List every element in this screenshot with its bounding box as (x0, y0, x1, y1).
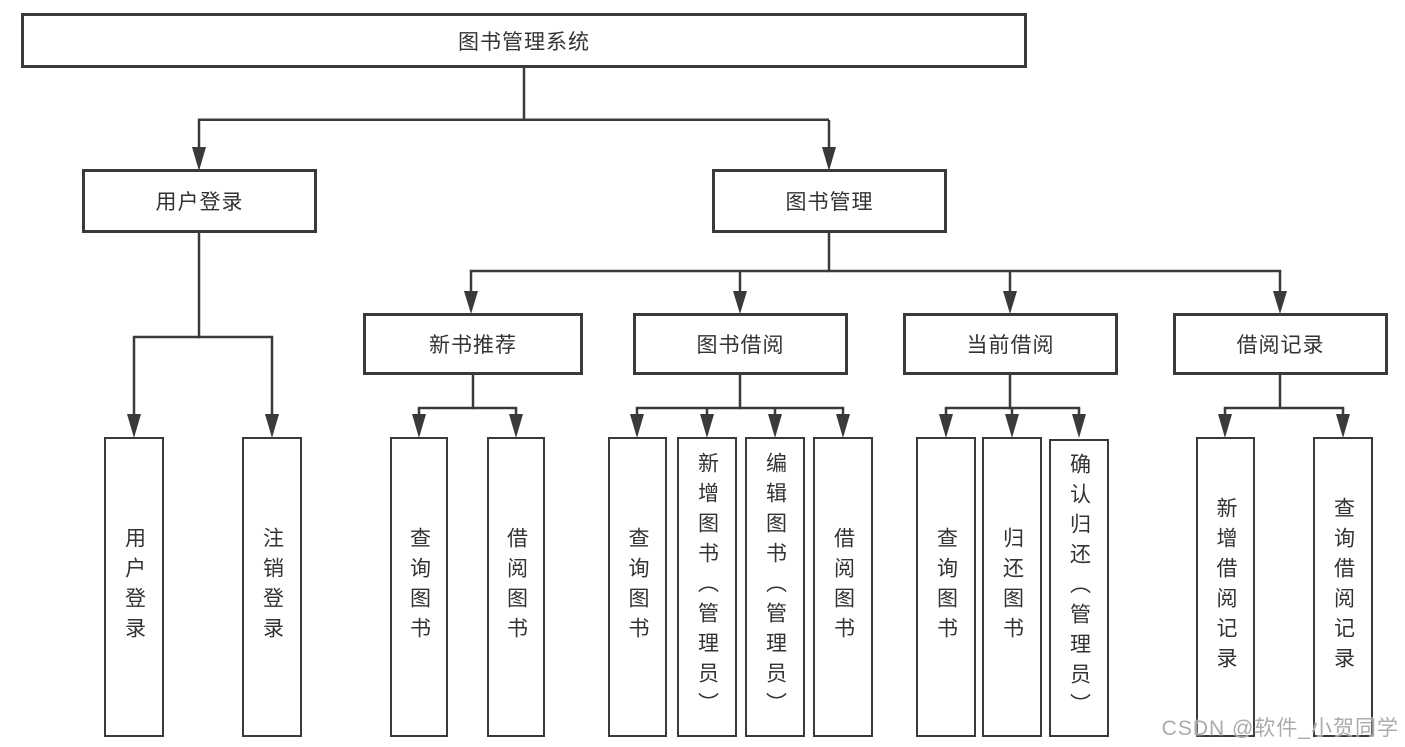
leaf-current-query-book: 查询图书 (916, 437, 976, 737)
leaf-confirm-return-admin: 确认归还（管理员） (1049, 439, 1109, 737)
leaf-edit-book-admin-label: 编辑图书（管理员） (763, 452, 787, 722)
leaf-return-book: 归还图书 (982, 437, 1042, 737)
leaf-add-borrow-record: 新增借阅记录 (1196, 437, 1255, 737)
leaf-recommend-query-book-label: 查询图书 (407, 527, 431, 647)
leaf-user-login: 用户登录 (104, 437, 164, 737)
leaf-edit-book-admin: 编辑图书（管理员） (745, 437, 805, 737)
arrowheads (127, 147, 1350, 438)
node-root: 图书管理系统 (21, 13, 1027, 68)
node-root-label: 图书管理系统 (458, 30, 590, 54)
leaf-recommend-borrow-book: 借阅图书 (487, 437, 545, 737)
leaf-logout-label: 注销登录 (260, 527, 284, 647)
node-current-borrow-label: 当前借阅 (966, 334, 1055, 357)
leaf-logout: 注销登录 (242, 437, 302, 737)
node-book-borrow: 图书借阅 (633, 313, 848, 375)
leaf-return-book-label: 归还图书 (1000, 527, 1024, 647)
node-user-login: 用户登录 (82, 169, 317, 233)
leaf-query-borrow-record: 查询借阅记录 (1313, 437, 1373, 737)
node-book-management: 图书管理 (712, 169, 947, 233)
node-current-borrow: 当前借阅 (903, 313, 1118, 375)
leaf-borrow-book: 借阅图书 (813, 437, 873, 737)
watermark: CSDN @软件_小贺同学 (1161, 717, 1399, 740)
node-borrow-record: 借阅记录 (1173, 313, 1388, 375)
leaf-add-book-admin: 新增图书（管理员） (677, 437, 737, 737)
leaf-confirm-return-admin-label: 确认归还（管理员） (1067, 453, 1091, 723)
leaf-current-query-book-label: 查询图书 (934, 527, 958, 647)
leaf-borrow-book-label: 借阅图书 (831, 527, 855, 647)
node-new-book-recommend: 新书推荐 (363, 313, 583, 375)
node-user-login-label: 用户登录 (155, 191, 244, 214)
leaf-borrow-query-book-label: 查询图书 (626, 527, 649, 647)
node-book-borrow-label: 图书借阅 (696, 334, 785, 357)
leaf-add-book-admin-label: 新增图书（管理员） (695, 452, 719, 722)
leaf-query-borrow-record-label: 查询借阅记录 (1331, 497, 1355, 677)
node-new-book-recommend-label: 新书推荐 (429, 334, 517, 357)
leaf-add-borrow-record-label: 新增借阅记录 (1214, 497, 1237, 677)
leaf-recommend-query-book: 查询图书 (390, 437, 448, 737)
leaf-borrow-query-book: 查询图书 (608, 437, 667, 737)
node-borrow-record-label: 借阅记录 (1236, 334, 1325, 357)
leaf-user-login-label: 用户登录 (122, 527, 146, 647)
leaf-recommend-borrow-book-label: 借阅图书 (504, 527, 528, 647)
node-book-management-label: 图书管理 (785, 191, 874, 214)
